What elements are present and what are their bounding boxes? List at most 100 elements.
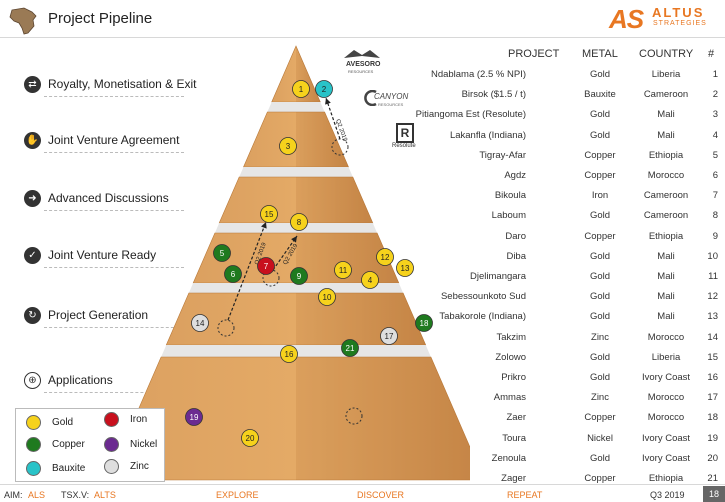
project-cell: Zenoula — [491, 452, 526, 464]
metal-cell: Copper — [584, 412, 616, 424]
stage-divider — [44, 152, 184, 154]
tier-shade — [296, 233, 399, 283]
project-marker-8: 8 — [290, 213, 308, 231]
project-marker-14: 14 — [191, 314, 209, 332]
country-cell: Mali — [657, 311, 675, 323]
project-cell: Tabakorole (Indiana) — [439, 311, 526, 323]
country-cell: Cameroon — [643, 190, 689, 202]
tier-shade — [296, 177, 373, 223]
marker-circle — [341, 339, 359, 357]
shuffle-icon: ⇄ — [24, 75, 41, 93]
number-cell: 12 — [707, 291, 718, 303]
refresh-icon: ↻ — [24, 306, 41, 324]
resolute-logo: R Resolute — [392, 123, 426, 153]
project-marker-21: 21 — [341, 339, 359, 357]
marker-circle — [241, 429, 259, 447]
check-icon: ✓ — [24, 246, 41, 264]
project-marker-20: 20 — [241, 429, 259, 447]
project-marker-6: 6 — [224, 265, 242, 283]
project-cell: Bikoula — [494, 190, 526, 202]
stage-4: ✓ Joint Venture Ready — [24, 245, 156, 265]
metal-cell: Gold — [589, 250, 611, 262]
africa-map-icon — [9, 7, 37, 35]
marker-circle — [185, 408, 203, 426]
metal-cell: Copper — [584, 149, 616, 161]
tier-gap — [267, 102, 325, 112]
canyon-sub: RESOURCES — [378, 102, 404, 107]
project-marker-1: 1 — [292, 80, 310, 98]
project-cell: Zaer — [506, 412, 526, 424]
project-marker-11: 11 — [334, 261, 352, 279]
stage-divider — [44, 210, 184, 212]
company-logo-line2: STRATEGIES — [653, 20, 707, 27]
marker-number: 10 — [323, 293, 332, 302]
project-cell: Pitiangoma Est (Resolute) — [415, 109, 526, 121]
number-cell: 10 — [707, 250, 718, 262]
stage-6: ⊕Applications — [24, 370, 113, 390]
marker-number: 18 — [420, 319, 429, 328]
country-cell: Cameroon — [643, 210, 689, 222]
project-cell: Djelimangara — [470, 271, 526, 282]
marker-circle — [260, 205, 278, 223]
tier-gap — [239, 167, 353, 177]
metal-cell: Copper — [584, 230, 616, 242]
marker-circle — [213, 244, 231, 262]
marker-circle — [257, 257, 275, 275]
metal-cell: Gold — [589, 271, 611, 282]
number-cell: 16 — [707, 372, 718, 383]
tsx-ticker: ALTS — [94, 490, 116, 500]
stage-label: Joint Venture Ready — [48, 248, 157, 262]
resolute-name: Resolute — [392, 143, 416, 149]
legend-swatch — [104, 437, 119, 452]
country-cell: Liberia — [651, 69, 681, 80]
legend-item-copper: Copper — [26, 437, 85, 452]
stage-label: Advanced Discussions — [48, 191, 169, 205]
project-cell: Agdz — [504, 170, 526, 181]
former-position-marker — [345, 407, 363, 425]
marker-circle — [334, 261, 352, 279]
project-cell: Sebessounkoto Sud — [440, 291, 526, 303]
marker-circle — [315, 80, 333, 98]
metal-cell: Copper — [584, 473, 616, 484]
metal-cell: Zinc — [591, 331, 609, 343]
project-marker-10: 10 — [318, 288, 336, 306]
number-cell: 4 — [712, 129, 718, 141]
metal-cell: Gold — [589, 129, 611, 141]
project-marker-19: 19 — [185, 408, 203, 426]
country-cell: Morocco — [647, 392, 685, 404]
header-divider — [0, 37, 725, 38]
marker-circle — [396, 259, 414, 277]
country-cell: Morocco — [647, 170, 685, 181]
country-cell: Mali — [657, 271, 675, 282]
arrow-head — [261, 222, 267, 229]
marker-circle — [279, 137, 297, 155]
marker-number: 13 — [401, 264, 410, 273]
project-marker-3: 3 — [279, 137, 297, 155]
project-marker-17: 17 — [380, 327, 398, 345]
legend-label: Copper — [52, 439, 85, 450]
number-cell: 2 — [712, 89, 718, 101]
country-cell: Ivory Coast — [641, 432, 691, 444]
marker-circle — [224, 265, 242, 283]
marker-circle — [376, 248, 394, 266]
number-cell: 7 — [712, 190, 718, 202]
marker-number: 2 — [322, 85, 327, 94]
tier-shade — [296, 357, 470, 480]
marker-number: 16 — [285, 350, 294, 359]
project-marker-16: 16 — [280, 345, 298, 363]
footer-repeat: REPEAT — [507, 490, 543, 500]
marker-circle — [290, 267, 308, 285]
project-marker-4: 4 — [361, 271, 379, 289]
metal-cell: Copper — [584, 170, 616, 181]
former-position-marker — [217, 319, 235, 337]
aim-ticker: ALS — [28, 490, 46, 500]
footer-explore: EXPLORE — [216, 490, 259, 500]
marker-circle — [292, 80, 310, 98]
